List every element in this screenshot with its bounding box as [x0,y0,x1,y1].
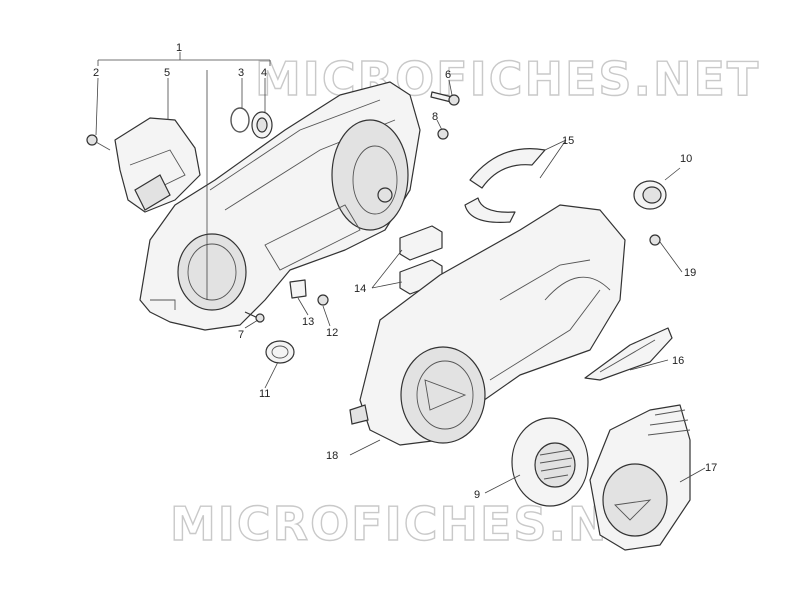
bolt-part-19 [649,234,661,246]
cap-part-10 [633,180,667,210]
callout-18: 18 [326,450,338,462]
inner-transmission-cover [139,81,421,331]
bolt-part-8 [437,128,449,140]
callout-3: 3 [238,67,244,79]
air-duct-part-5 [114,117,201,213]
callout-19: 19 [684,267,696,279]
callout-13: 13 [302,316,314,328]
callout-6: 6 [445,69,451,81]
callout-15: 15 [562,135,574,147]
clip-part-13 [289,279,307,299]
callout-12: 12 [326,327,338,339]
callout-7: 7 [238,329,244,341]
bolt-part-6 [430,91,460,106]
screw-part-2 [86,134,111,151]
callout-8: 8 [432,111,438,123]
callout-labels: 1 2 3 4 5 6 7 8 9 10 11 12 13 14 15 16 1… [93,42,717,501]
callout-10: 10 [680,153,692,165]
leader-lines [95,52,706,494]
callout-14: 14 [354,283,366,295]
grille-part-9 [511,417,589,507]
guide-part-15 [464,148,546,223]
outer-cover-part-17 [589,404,691,551]
callout-4: 4 [261,67,267,79]
clamp-part-11 [265,340,295,364]
bearing-part-4 [251,111,273,139]
watermark-top: MICROFICHES.NET [255,52,760,106]
callout-9: 9 [474,489,480,501]
watermark-bottom: MICROFICHES.NET [170,497,675,551]
bolt-part-12 [317,294,329,306]
callout-5: 5 [164,67,170,79]
callout-1: 1 [176,42,182,54]
callout-17: 17 [705,462,717,474]
callout-11: 11 [259,388,270,400]
trim-part-16 [584,327,673,381]
outer-transmission-cover-part-18 [349,204,626,446]
circlip-part-3 [230,107,250,133]
callout-2: 2 [93,67,99,79]
callout-16: 16 [672,355,684,367]
